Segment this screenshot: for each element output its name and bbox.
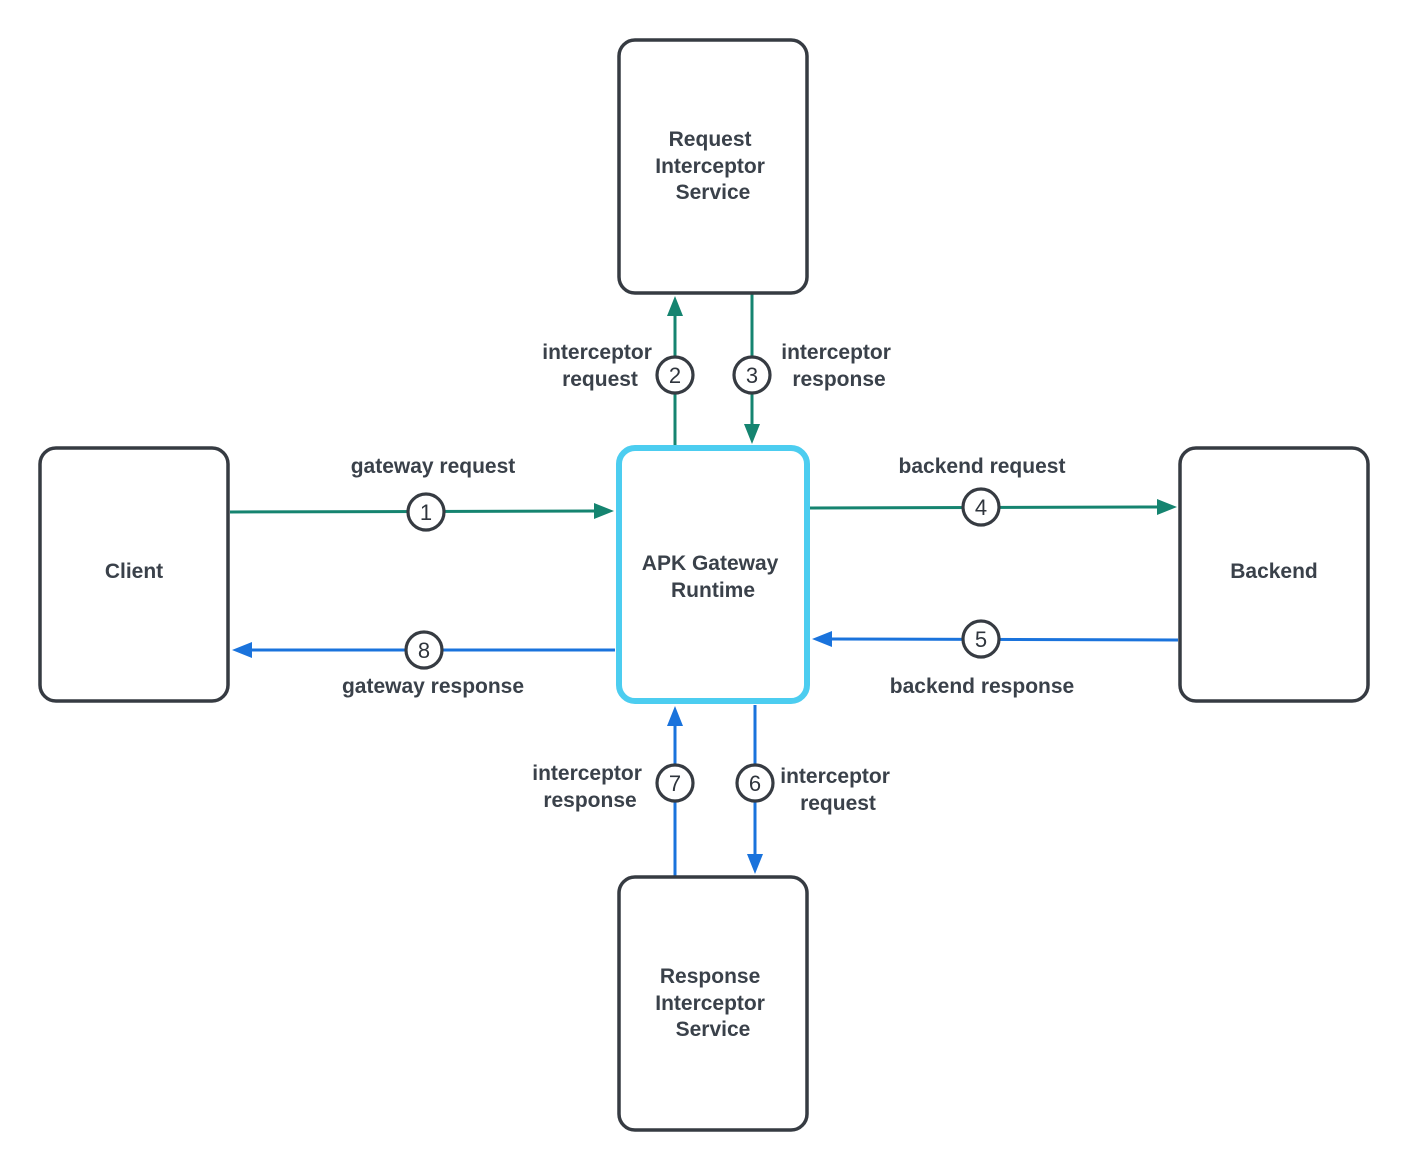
arrow-head-icon [667, 296, 683, 316]
step-badge-1: 1 [406, 492, 446, 532]
edge-label-backend-request: backend request [899, 455, 1066, 478]
step-circle [655, 355, 695, 395]
node-label: Request Interceptor Service [655, 128, 771, 204]
node-box [38, 446, 230, 703]
arrow-head-icon [747, 854, 763, 874]
arrow-head-icon [667, 706, 683, 726]
step-circle [961, 487, 1001, 527]
edge-label-interceptor-response-bottom: interceptor response [532, 762, 648, 812]
step-number: 8 [418, 638, 430, 663]
edge-label-interceptor-request-bottom: interceptor request [780, 765, 896, 815]
step-number: 4 [975, 495, 987, 520]
step-circle [404, 630, 444, 670]
step-circle [655, 763, 695, 803]
step-circle [732, 355, 772, 395]
node-label: Client [105, 560, 163, 583]
step-number: 2 [669, 363, 681, 388]
step-badge-7: 7 [655, 763, 695, 803]
edge-label-interceptor-request-top: interceptor request [542, 341, 658, 391]
edge-label-backend-response: backend response [890, 675, 1074, 698]
step-circle [735, 763, 775, 803]
node-box [617, 38, 809, 295]
node-backend: Backend [1178, 446, 1370, 703]
arrow-head-icon [232, 642, 252, 658]
step-number: 7 [669, 771, 681, 796]
step-badge-8: 8 [404, 630, 444, 670]
node-label: APK Gateway Runtime [642, 552, 784, 602]
step-badge-6: 6 [735, 763, 775, 803]
node-client: Client [38, 446, 230, 703]
node-apk-gateway-runtime: APK Gateway Runtime [616, 445, 810, 704]
node-box [616, 445, 810, 704]
node-response-interceptor-service: Response Interceptor Service [617, 875, 809, 1132]
edge-label-interceptor-response-top: interceptor response [781, 341, 897, 391]
node-request-interceptor-service: Request Interceptor Service [617, 38, 809, 295]
step-circle [961, 619, 1001, 659]
edge-line [831, 637, 1179, 642]
edge-label-gateway-response: gateway response [342, 675, 524, 698]
edge-label-gateway-request: gateway request [351, 455, 516, 478]
edge-backend-response [812, 631, 1179, 647]
node-box [617, 875, 809, 1132]
node-label: Response Interceptor Service [655, 965, 771, 1041]
step-badge-3: 3 [732, 355, 772, 395]
step-number: 6 [749, 771, 761, 796]
step-number: 1 [420, 500, 432, 525]
arrow-head-icon [594, 503, 614, 519]
step-badge-5: 5 [961, 619, 1001, 659]
arrow-head-icon [812, 631, 832, 647]
node-label: Backend [1230, 560, 1318, 583]
step-badge-4: 4 [961, 487, 1001, 527]
arrow-head-icon [744, 424, 760, 444]
arrow-head-icon [1157, 499, 1177, 515]
node-box [1178, 446, 1370, 703]
step-number: 3 [746, 363, 758, 388]
step-circle [406, 492, 446, 532]
step-number: 5 [975, 627, 987, 652]
step-badge-2: 2 [655, 355, 695, 395]
